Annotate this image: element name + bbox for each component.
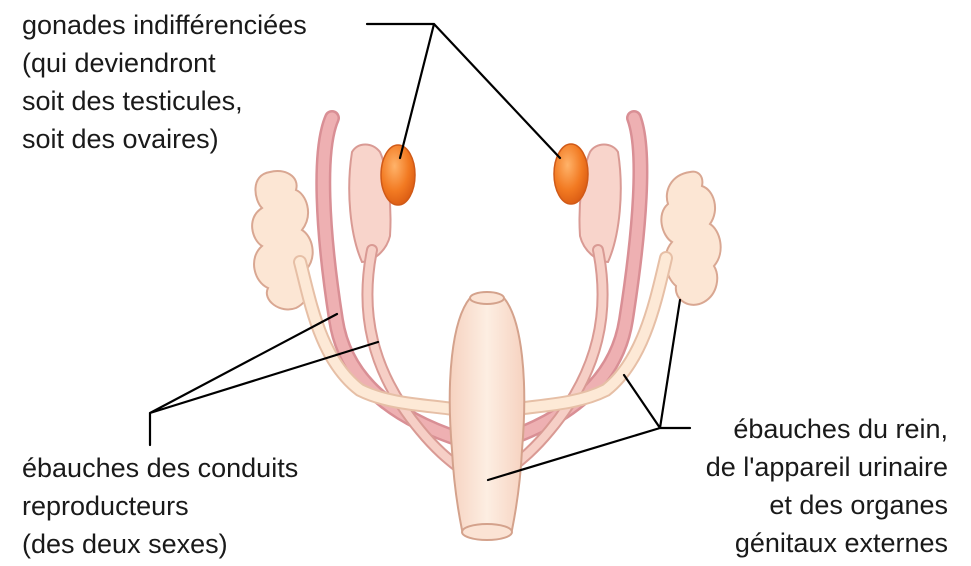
label-ducts-line-1: ébauches des conduits — [22, 453, 298, 483]
label-gonads-line-3: soit des testicules, — [22, 86, 243, 116]
label-kidney-line-2: de l'appareil urinaire — [706, 452, 948, 482]
kidney-primordium-right — [661, 172, 720, 305]
label-kidney-line-3: et des organes — [769, 490, 948, 520]
label-ducts-line-3: (des deux sexes) — [22, 529, 228, 559]
gonad-left — [381, 145, 415, 205]
label-ducts-line-2: reproducteurs — [22, 491, 189, 521]
sinus-bottom-opening — [462, 524, 512, 540]
label-gonads-line-4: soit des ovaires) — [22, 124, 219, 154]
urogenital-sinus — [450, 294, 525, 538]
sinus-top-opening — [470, 292, 504, 304]
label-kidney-line-4: génitaux externes — [735, 528, 948, 558]
label-kidney-line-1: ébauches du rein, — [733, 414, 948, 444]
gonad-right — [554, 144, 588, 204]
leader-gonads — [367, 24, 560, 158]
label-kidney: ébauches du rein, de l'appareil urinaire… — [706, 414, 948, 558]
label-gonads: gonades indifférenciées (qui deviendront… — [22, 10, 307, 154]
label-gonads-line-1: gonades indifférenciées — [22, 10, 307, 40]
label-ducts: ébauches des conduits reproducteurs (des… — [22, 453, 298, 559]
label-gonads-line-2: (qui deviendront — [22, 48, 216, 78]
